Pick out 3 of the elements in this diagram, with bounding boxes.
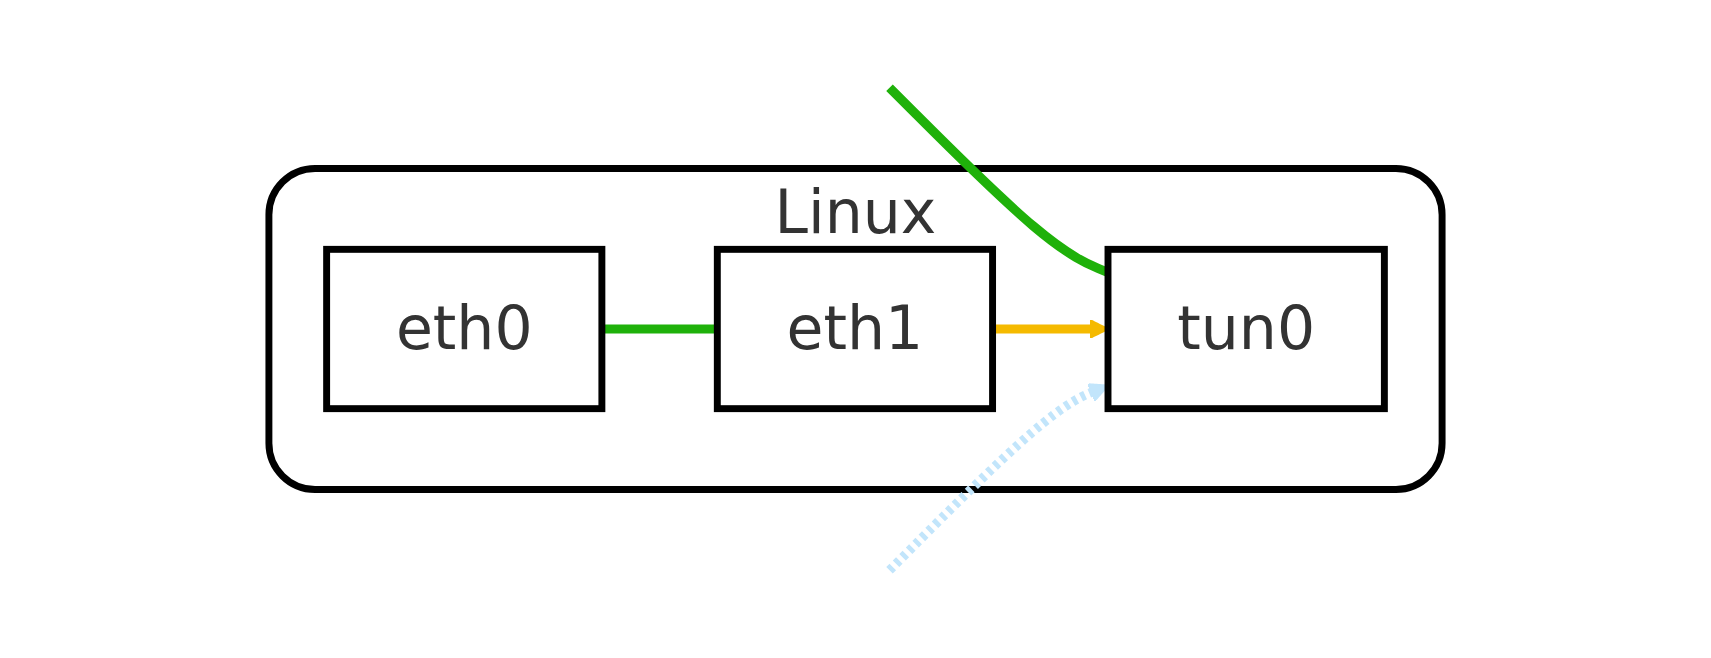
node-box: tun0 xyxy=(1104,245,1388,413)
node-box: eth0 xyxy=(323,245,606,413)
node-box: eth1 xyxy=(713,245,997,413)
